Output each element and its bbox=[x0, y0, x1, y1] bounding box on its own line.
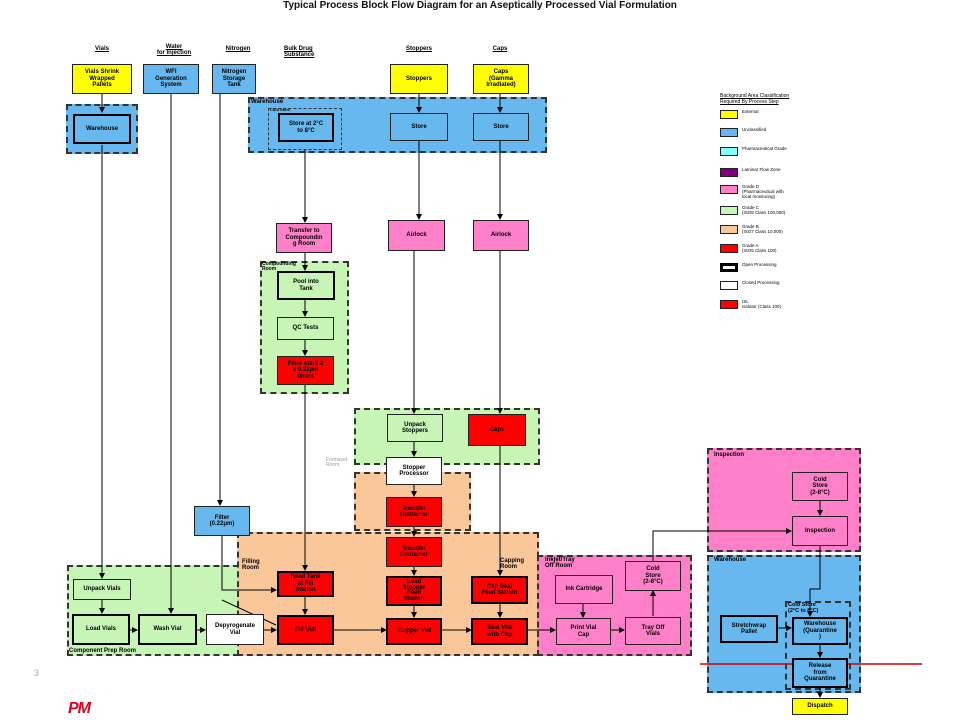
box-print-vial-cap: Print Vial Cap bbox=[556, 618, 611, 645]
zone-label-compounding: Compounding Room bbox=[262, 261, 296, 272]
box-transfer-container-1: Transfer Container bbox=[386, 497, 442, 527]
box-filter-0-22um: Filter (0.22μm) bbox=[194, 506, 250, 536]
flow-line bbox=[221, 536, 277, 593]
box-caps-gamma-irradiated: Caps (Gamma Irradiated) bbox=[473, 64, 529, 94]
box-cold-store-mid: Cold Store (2-8°C) bbox=[625, 561, 681, 591]
box-wfi-generation-system: WFI Generation System bbox=[143, 64, 199, 94]
legend-label: Closed Processing bbox=[742, 280, 780, 285]
legend-swatch bbox=[720, 168, 738, 177]
box-dispatch: Dispatch bbox=[792, 698, 848, 715]
legend-swatch bbox=[720, 281, 738, 290]
box-load-stopper-feed-station: Load Stopper Feed Station bbox=[386, 576, 442, 606]
zone-label-filling: Filling Room bbox=[242, 559, 260, 571]
box-depyrogenate-vial: Depyrogenate Vial bbox=[206, 614, 264, 645]
legend-label: Grade C (ISO8 Class 100,000) bbox=[742, 205, 786, 215]
box-fill-vial: Fill Vial bbox=[277, 615, 334, 645]
legend-label: Laminar Flow Zone bbox=[742, 167, 781, 172]
legend-swatch bbox=[720, 225, 738, 234]
diagram-title: Typical Process Block Flow Diagram for a… bbox=[283, 0, 677, 11]
box-ink-cartridge: Ink Cartridge bbox=[555, 575, 613, 604]
legend-label: Unclassified bbox=[742, 127, 767, 132]
legend-label: Grade A (ISO5 Class 100) bbox=[742, 243, 777, 253]
column-header-nitrogen: Nitrogen bbox=[225, 46, 251, 52]
column-header-vials: Vials bbox=[95, 46, 109, 52]
zone-label-cold-store-top: Cold Store bbox=[270, 107, 291, 112]
legend-label: Grade B (ISO7 Class 10,000) bbox=[742, 224, 783, 234]
box-stoppers-source: Stoppers bbox=[390, 64, 448, 94]
legend-swatch bbox=[720, 263, 738, 272]
box-filter-sterilize: Filter ster3 2 x 0.22μm filters bbox=[277, 356, 334, 385]
legend-label: Pharmaceutical Grade bbox=[742, 146, 787, 151]
page-number: 3 bbox=[34, 668, 40, 678]
box-stretchwrap-pallet: Stretchwrap Pallet bbox=[720, 615, 778, 643]
legend-swatch bbox=[720, 206, 738, 215]
box-transfer-container-2: Transfer Container bbox=[386, 537, 442, 567]
box-cold-store-inspection: Cold Store (2-8°C) bbox=[792, 472, 848, 501]
box-release-from-quarantine: Release from Quarantine bbox=[792, 658, 848, 688]
legend-swatch bbox=[720, 128, 738, 137]
zone-label-warehouse-right: Warehouse bbox=[714, 557, 747, 563]
box-load-vials: Load Vials bbox=[72, 614, 130, 645]
zone-label-inkjet: Inkjet/Tray Off Room bbox=[545, 557, 575, 569]
box-store-cold: Store at 2°C to 8°C bbox=[278, 113, 334, 142]
box-store-caps: Store bbox=[473, 113, 529, 141]
box-pool-into-tank: Pool into Tank bbox=[277, 271, 335, 300]
zone-label-warehouse-top: Warehouse bbox=[251, 99, 284, 105]
box-qc-tests: QC Tests bbox=[277, 317, 334, 340]
legend-swatch bbox=[720, 244, 738, 253]
box-store-stoppers: Store bbox=[390, 113, 448, 141]
legend-swatch bbox=[720, 185, 738, 194]
box-stopper-vial: Stopper Vial bbox=[386, 618, 442, 645]
box-airlock-stoppers: Airlock bbox=[388, 220, 445, 251]
box-unpack-stoppers: Unpack Stoppers bbox=[387, 414, 443, 442]
legend-label: External bbox=[742, 109, 759, 114]
legend-title: Background Area Classification Required … bbox=[720, 93, 790, 105]
box-unpack-vials: Unpack Vials bbox=[73, 579, 131, 600]
legend-swatch bbox=[720, 110, 738, 119]
box-seal-vial-with-cap: Seal Vial with Cap bbox=[471, 618, 528, 645]
box-airlock-caps: Airlock bbox=[473, 220, 529, 251]
box-caps-red: Caps bbox=[468, 414, 526, 446]
zone-label-inspection: Inspection bbox=[714, 452, 745, 458]
box-inspection: Inspection bbox=[792, 516, 848, 546]
box-cap-seal-feed-station: Cap Seal Feed Station bbox=[471, 576, 528, 604]
zone-label-component-prep: Component Prep Room bbox=[69, 648, 136, 654]
flow-line bbox=[221, 599, 277, 626]
column-header-water: Water for Injection bbox=[156, 44, 192, 56]
box-vials-shrink-wrapped-pallets: Vials Shrink Wrapped Pallets bbox=[72, 64, 132, 94]
box-transfer-to-compounding: Transfer to Compoundin g Room bbox=[276, 223, 332, 253]
legend-swatch bbox=[720, 147, 738, 156]
flow-line bbox=[807, 546, 821, 617]
box-tray-off-vials: Tray Off Vials bbox=[625, 617, 681, 645]
legend-label: Grade D (Pharmaceutical with local monit… bbox=[742, 184, 784, 199]
pm-logo: PM bbox=[68, 700, 91, 717]
zone-label-formaset: Formaset Room bbox=[326, 457, 348, 468]
column-header-bulk: Bulk Drug Substance bbox=[284, 46, 315, 58]
flow-line bbox=[652, 528, 792, 561]
column-header-caps: Caps bbox=[492, 46, 508, 52]
column-header-stoppers: Stoppers bbox=[405, 46, 432, 52]
box-wash-vial: Wash Vial bbox=[138, 614, 197, 645]
legend-swatch bbox=[720, 300, 738, 309]
legend-label: Open Processing bbox=[742, 262, 777, 267]
legend-label: ISL Isolator (Class 100) bbox=[742, 299, 782, 309]
box-warehouse-quarantine: Warehouse (Quarantine ) bbox=[792, 617, 848, 645]
box-nitrogen-storage-tank: Nitrogen Storage Tank bbox=[212, 64, 256, 94]
box-stopper-processor: Stopper Processor bbox=[386, 457, 442, 485]
zone-label-capping: Capping Room bbox=[500, 558, 524, 570]
box-warehouse: Warehouse bbox=[73, 114, 131, 144]
box-head-tank-fill-station: Head Tank at Fill Station bbox=[277, 571, 334, 597]
